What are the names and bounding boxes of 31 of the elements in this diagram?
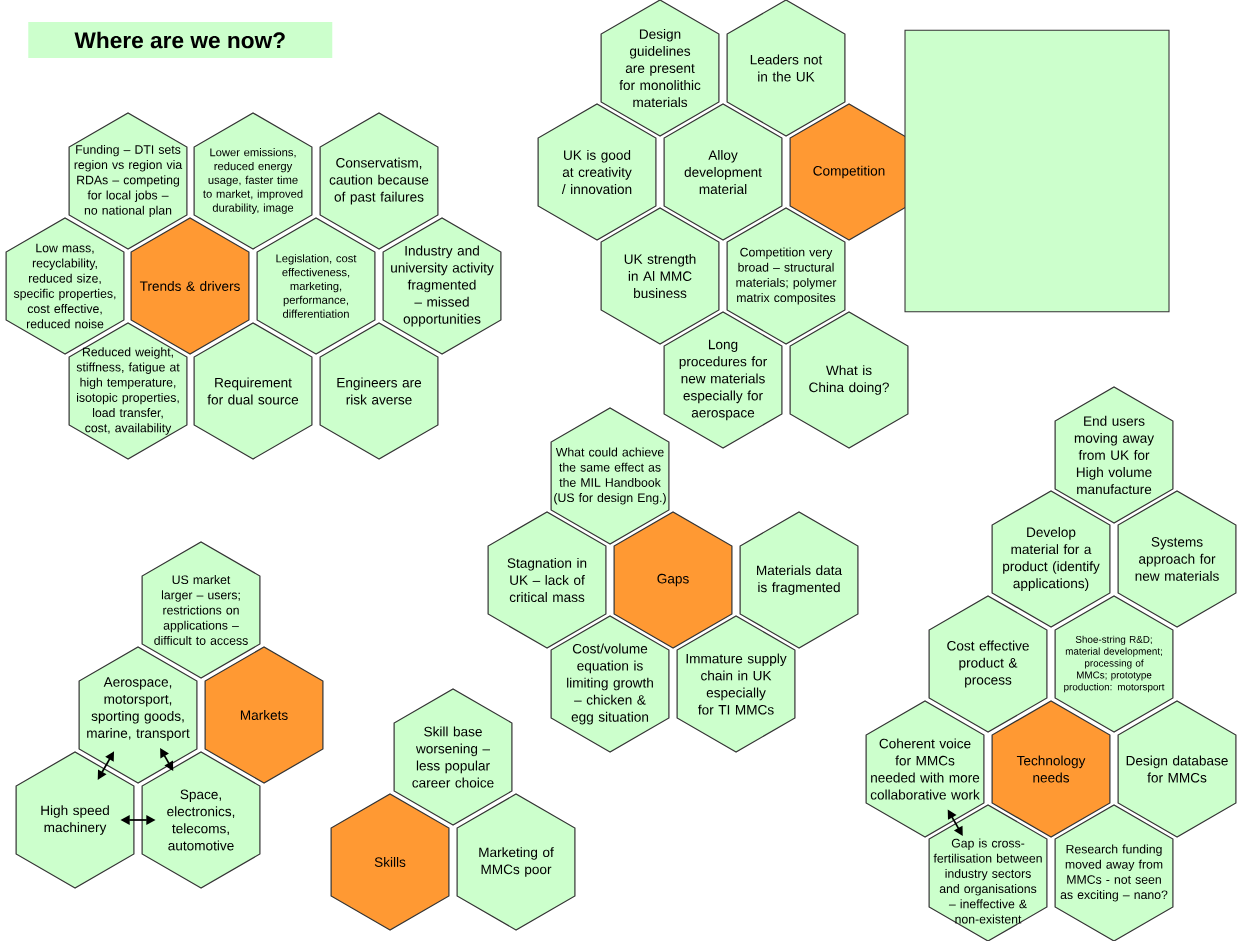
hexagon-cell: What is China doing? [789, 311, 909, 449]
hexagon-cell: Gap is cross-fertilisation between industry sectors and organisations – ineffective & non-existent [928, 804, 1048, 941]
hexagon-cell: US market larger – users; restrictions on applications – difficult to access [141, 541, 261, 679]
hexagon-cell: Coherent voice for MMCs needed with more collaborative work [865, 700, 985, 838]
hexagon-cell: Industry and university activity fragmented – missed opportunities [382, 217, 502, 355]
title-banner: Where are we now? [28, 22, 333, 58]
hexagon-cell: End users moving away from UK for High volume manufacture [1054, 386, 1174, 524]
hexagon-cell: Design guidelines are present for monolithic materials [600, 0, 720, 137]
hexagon-cell: High speed machinery [15, 751, 135, 889]
list-box [904, 29, 1170, 313]
hexagon-cell: Lower emissions, reduced energy usage, faster time to market, improved durability, image [193, 112, 313, 250]
hexagon-cell: Immature supply chain in UK especially for TI MMCs [676, 615, 796, 753]
hexagon-cell: Space, electronics, telecoms, automotive [141, 751, 261, 889]
hexagon-cell: Shoe-string R&D; material development; processing of MMCs; prototype production: motorsport [1054, 595, 1174, 733]
hexagon-cell: Legislation, cost effectiveness, marketing, performance, differentiation [256, 217, 376, 355]
hexagon-cell: Research funding moved away from MMCs - not seen as exciting – nano? [1054, 804, 1174, 941]
center-hexagon: Markets [204, 646, 324, 784]
hexagon-cell: Marketing of MMCs poor [456, 793, 576, 931]
hexagon-cell: Materials data is fragmented [739, 511, 859, 649]
hexagon-cell: Long procedures for new materials especially for aerospace [663, 311, 783, 449]
hexagon-cell: Leaders not in the UK [726, 0, 846, 137]
hexagon-cell: Requirement for dual source [193, 322, 313, 460]
center-hexagon: Skills [330, 793, 450, 931]
hexagon-cell: Cost effective product & process [928, 595, 1048, 733]
center-hexagon: Competition [789, 103, 909, 241]
hexagon-cell: Skill base worsening – less popular career choice [393, 688, 513, 826]
hexagon-cell: What could achieve the same effect as the MIL Handbook (US for design Eng.) [550, 407, 670, 545]
hexagon-cell: Cost/volume equation is limiting growth – chicken & egg situation [550, 615, 670, 753]
hexagon-cell: Design database for MMCs [1117, 700, 1237, 838]
center-hexagon: Technology needs [991, 700, 1111, 838]
hexagon-cell: Aerospace, motorsport, sporting goods, marine, transport [78, 646, 198, 784]
